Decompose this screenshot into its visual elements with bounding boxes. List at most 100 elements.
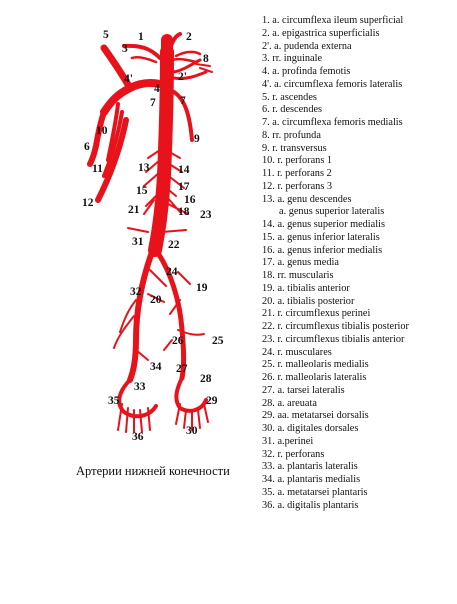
diagram-number-label: 32 <box>130 286 142 298</box>
perforating-branch-3 <box>95 117 129 203</box>
legend-item: 19. a. tibialis anterior <box>262 282 350 294</box>
diagram-number-label: 26 <box>172 335 184 347</box>
legend-item: 5. r. ascendes <box>262 91 317 103</box>
diagram-number-label: 21 <box>128 204 140 216</box>
malleolar-branches <box>135 329 205 361</box>
artery-diagram <box>87 32 213 433</box>
diagram-number-label: 6 <box>84 141 90 153</box>
deep-branches <box>195 63 213 73</box>
diagram-number-label: 31 <box>132 236 144 248</box>
legend-item: 24. r. musculares <box>262 346 332 358</box>
legend-item: 35. a. metatarsei plantaris <box>262 486 368 498</box>
legend-item: 28. a. areuata <box>262 397 317 409</box>
diagram-number-label: 5 <box>103 29 109 41</box>
diagram-number-label: 25 <box>212 335 224 347</box>
superficial-epigastric-branch <box>167 32 182 54</box>
legend-item: 8. rr. profunda <box>262 129 321 141</box>
legend-item: 36. a. digitalis plantaris <box>262 499 359 511</box>
popliteal-artery <box>151 217 161 255</box>
diagram-number-label: 3 <box>122 43 128 55</box>
legend-item: 7. a. circumflexa femoris medialis <box>262 117 403 128</box>
legend-item: 30. a. digitales dorsales <box>262 423 359 434</box>
diagram-number-label: 17 <box>178 181 190 193</box>
superficial-circumflex-iliac-branch <box>122 43 162 60</box>
posterior-tibial-artery <box>127 249 155 383</box>
diagram-number-label: 12 <box>82 197 94 209</box>
diagram-number-label: 22 <box>168 239 180 251</box>
lateral-circumflex-branch <box>87 109 107 167</box>
plantar-metatarsal-arteries <box>117 403 151 433</box>
muscular-branches <box>147 269 191 315</box>
diagram-number-label: 18 <box>178 206 190 218</box>
diagram-number-label: 16 <box>184 194 196 206</box>
legend-item: 15. a. genus inferior lateralis <box>262 231 380 243</box>
legend-item: 2. a. epigastrica superficialis <box>262 27 380 39</box>
ascending-branch <box>100 44 134 92</box>
legend-item: 16. a. genus inferior medialis <box>262 244 383 256</box>
legend-item: 12. r. perforans 3 <box>262 180 333 192</box>
diagram-number-label: 24 <box>166 266 178 278</box>
legend-item: 4. a. profinda femotis <box>262 66 351 77</box>
diagram-number-label: 11 <box>92 163 103 175</box>
diagram-number-label: 13 <box>138 162 150 174</box>
diagram-number-label: 35 <box>108 395 120 407</box>
legend-item: 32. r. perforans <box>262 448 325 460</box>
legend-item: 23. r. circumflexus tibialis anterior <box>262 333 405 345</box>
legend-item: 26. r. malleolaris lateralis <box>262 372 367 383</box>
diagram-number-label: 28 <box>200 373 212 385</box>
legend-item: a. genus superior lateralis <box>279 206 385 218</box>
diagram-number-label: 10 <box>96 125 108 137</box>
tibial-recurrent-branches <box>127 227 187 233</box>
diagram-number-label: 9 <box>194 133 200 145</box>
perforating-branch-2 <box>102 110 124 178</box>
legend-item: 6. r. descendes <box>262 104 323 116</box>
legend-item: 10. r. perforans 1 <box>262 155 333 167</box>
medial-circumflex-branch <box>172 90 194 142</box>
diagram-number-label: 36 <box>132 431 144 443</box>
legend-item: 27. a. tarsei lateralis <box>262 384 345 396</box>
diagram-number-label: 29 <box>206 395 218 407</box>
diagram-number-label: 7 <box>150 97 156 109</box>
legend-item: 33. a. plantaris lateralis <box>262 461 358 473</box>
legend-item: 11. r. perforans 2 <box>262 168 332 179</box>
legend-item: 34. a. plantaris medialis <box>262 474 361 485</box>
legend-item: 21. r. circumflexus perinei <box>262 308 371 320</box>
diagram-number-label: 14 <box>178 164 190 176</box>
legend-item: 1. a. circumflexa ileum superficial <box>262 15 404 26</box>
diagram-number-label: 1 <box>138 31 144 43</box>
legend-item: 4'. a. circumflexa femoris lateralis <box>262 78 403 90</box>
diagram-number-label: 2 <box>186 31 192 43</box>
diagram-number-label: 23 <box>200 209 212 221</box>
legend-item: 14. a. genus superior medialis <box>262 219 385 230</box>
diagram-number-label: 7 <box>180 95 186 107</box>
diagram-number-label: 4 <box>154 83 160 95</box>
diagram-number-label: 20 <box>150 294 162 306</box>
legend-item: 13. a. genu descendes <box>262 193 352 205</box>
legend-item: 25. r. malleolaris medialis <box>262 359 369 371</box>
diagram-number-label: 15 <box>136 185 148 197</box>
diagram-number-label: 33 <box>134 381 146 393</box>
legend-item: 17. a. genus media <box>262 257 339 269</box>
genicular-anastomosis <box>143 149 189 215</box>
legend-item: 9. r. transversus <box>262 142 327 154</box>
figure-caption: Артерии нижней конечности <box>76 464 230 478</box>
anterior-tibial-artery <box>153 247 186 381</box>
diagram-number-label: 30 <box>186 425 198 437</box>
diagram-number-label: 34 <box>150 361 162 373</box>
diagram-number-label: 19 <box>196 282 208 294</box>
legend-item: 18. rr. muscularis <box>262 270 334 281</box>
diagram-number-label: 4' <box>124 73 133 85</box>
inguinal-branches <box>130 50 202 64</box>
legend-item: 2'. a. pudenda externa <box>262 40 352 52</box>
legend-item: 20. a. tibialis posterior <box>262 295 355 307</box>
diagram-number-label: 27 <box>176 363 188 375</box>
diagram-number-label: 2' <box>178 71 187 83</box>
legend-item: 22. r. circumflexus tibialis posterior <box>262 321 409 332</box>
legend-item: 3. rr. inguinale <box>262 53 323 65</box>
external-pudendal-branch <box>172 58 208 80</box>
legend-item: 29. aa. metatarsei dorsalis <box>262 410 369 422</box>
perforating-branch-leg <box>113 299 137 349</box>
dorsal-metatarsal-arteries <box>175 403 209 431</box>
diagram-number-label: 8 <box>203 53 209 65</box>
